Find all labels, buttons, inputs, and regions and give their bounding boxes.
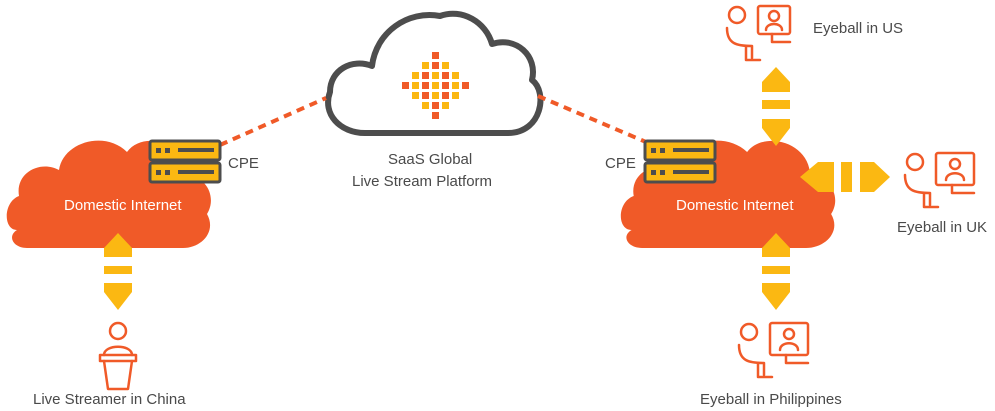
streamer-podium-person-icon xyxy=(98,321,138,391)
platform-grid-logo-icon xyxy=(402,52,469,119)
right-cloud-label: Domestic Internet xyxy=(676,197,794,214)
ph-arrow xyxy=(762,233,790,310)
eyeball-uk-label: Eyeball in UK xyxy=(897,219,988,236)
right-cpe-to-platform-link xyxy=(537,94,647,144)
uk-arrow xyxy=(800,162,890,192)
platform-label-line2: Live Stream Platform xyxy=(352,173,493,190)
left-cpe-to-platform-link xyxy=(219,96,327,147)
right-cpe-label: CPE xyxy=(605,155,636,172)
us-viewer-person-at-monitor-icon xyxy=(725,4,792,62)
platform-label-line1: SaaS Global xyxy=(388,151,473,168)
streamer-arrow xyxy=(104,233,132,310)
us-arrow xyxy=(762,67,790,146)
right-cpe-server-icon xyxy=(643,139,717,184)
left-cloud-label: Domestic Internet xyxy=(64,197,182,214)
left-cpe-server-icon xyxy=(148,139,222,184)
uk-viewer-person-at-monitor-icon xyxy=(903,151,976,209)
ph-viewer-person-at-monitor-icon xyxy=(737,321,810,379)
left-cpe-label: CPE xyxy=(228,155,259,172)
streamer-label: Live Streamer in China xyxy=(33,391,186,408)
eyeball-us-label: Eyeball in US xyxy=(813,20,904,37)
eyeball-ph-label: Eyeball in Philippines xyxy=(700,391,842,408)
